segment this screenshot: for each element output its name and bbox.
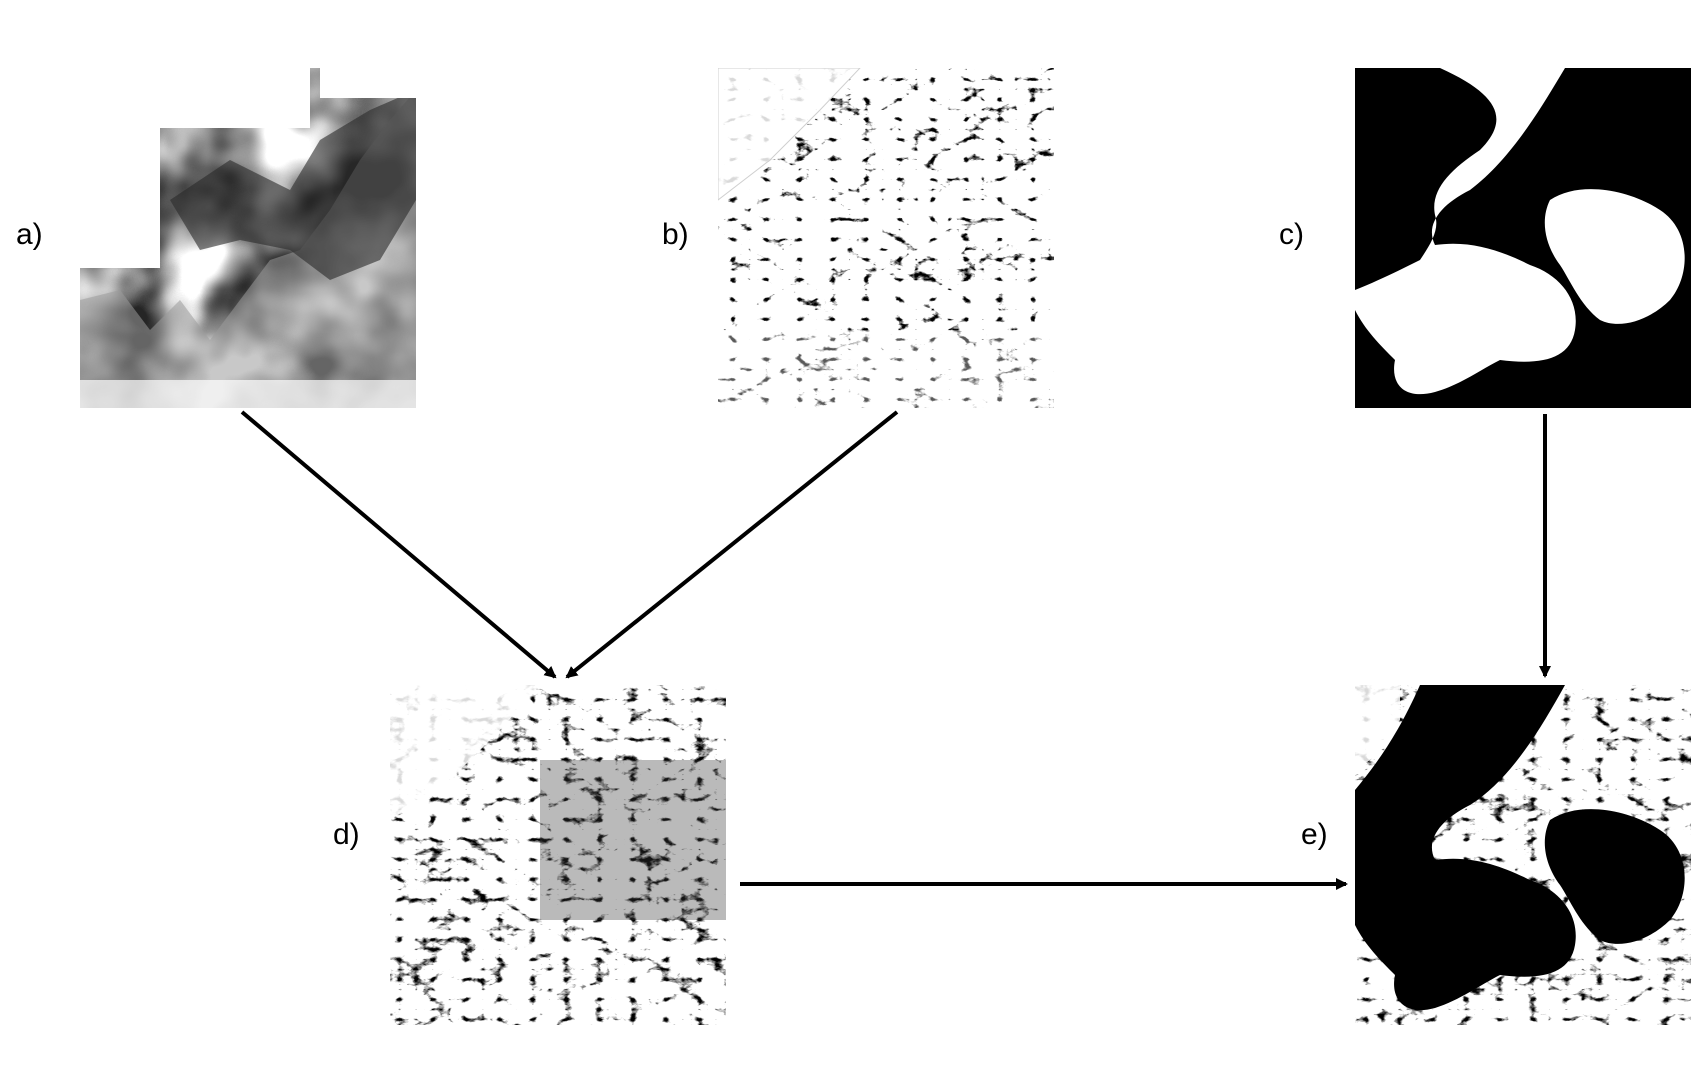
arrow-a-to-d <box>240 410 557 679</box>
panel-label-b: b) <box>662 218 689 251</box>
panel-d-combined-image <box>390 685 726 1025</box>
panel-e-masked-image <box>1355 685 1691 1025</box>
panel-label-c: c) <box>1279 218 1304 251</box>
arrow-b-to-d <box>565 410 899 679</box>
panel-a-elevation-image <box>80 68 416 408</box>
panel-label-a: a) <box>16 218 43 251</box>
panel-label-e: e) <box>1301 818 1328 851</box>
panel-b-derivative-image <box>718 68 1054 408</box>
panel-c-mask-image <box>1355 68 1691 408</box>
panel-label-d: d) <box>333 818 360 851</box>
